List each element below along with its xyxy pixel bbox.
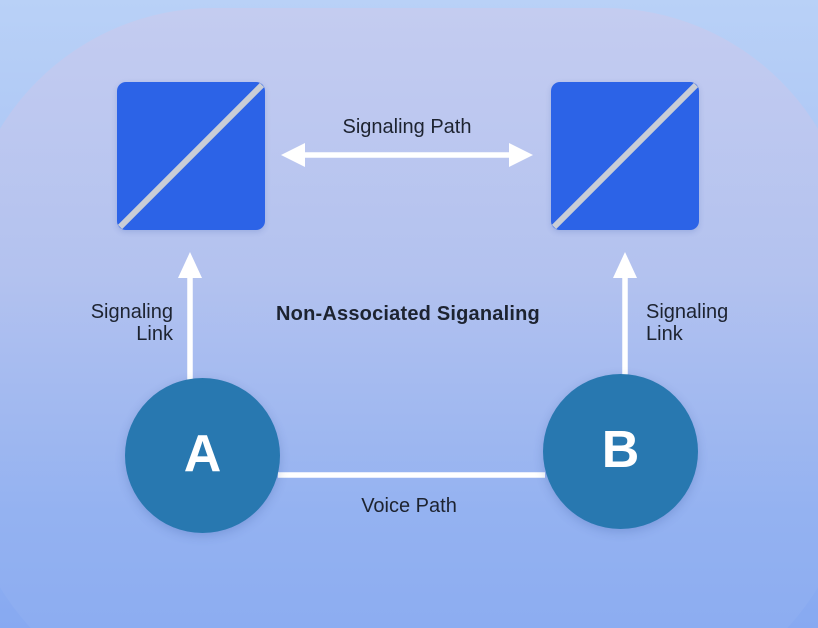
- node-a: A: [125, 378, 280, 533]
- signaling-path-arrow: [281, 143, 533, 167]
- node-b-label: B: [601, 420, 640, 479]
- voice-path-label: Voice Path: [361, 495, 457, 517]
- signaling-link-arrow-a: [178, 252, 202, 380]
- stp-node-left: [117, 82, 265, 230]
- diagonal-line-icon: [551, 82, 699, 230]
- diagonal-line-icon: [117, 82, 265, 230]
- node-b: B: [543, 374, 698, 529]
- stp-node-right: [551, 82, 699, 230]
- signaling-link-label-left: Signaling Link: [90, 301, 173, 345]
- voice-path-line: [278, 472, 545, 478]
- node-a-label: A: [183, 424, 222, 483]
- signaling-link-arrow-b: [613, 252, 637, 376]
- diagram-title: Non-Associated Siganaling: [276, 303, 540, 325]
- signaling-path-label: Signaling Path: [342, 116, 472, 138]
- signaling-link-label-right: Signaling Link: [646, 301, 729, 345]
